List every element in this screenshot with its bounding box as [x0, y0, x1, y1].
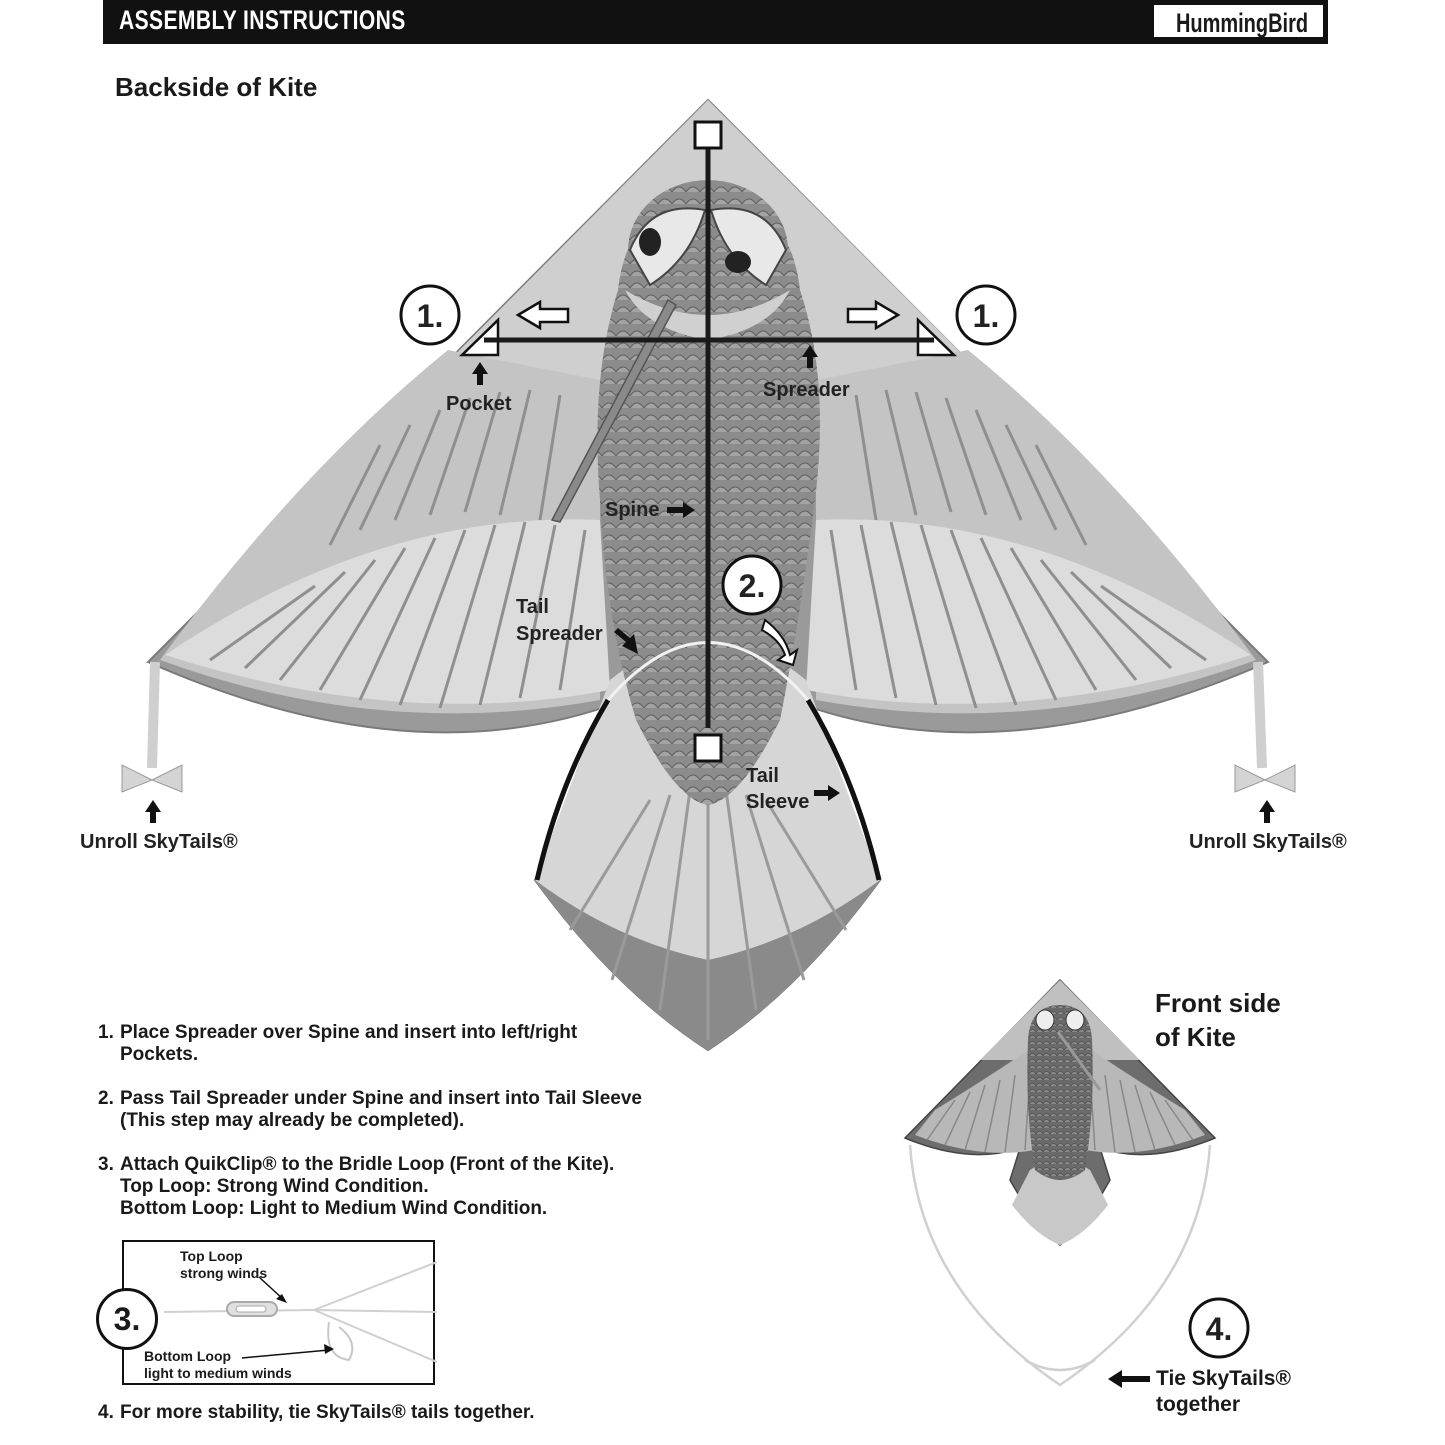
label-unroll-left: Unroll SkyTails®: [80, 831, 238, 853]
marker-1-right: 1.: [957, 286, 1015, 344]
front-title-line-2: of Kite: [1155, 1020, 1281, 1054]
spine-cap-bottom: [695, 735, 721, 761]
quikclip-icon: [227, 1302, 277, 1316]
marker-1-left: 1.: [401, 286, 459, 344]
label-unroll-right: Unroll SkyTails®: [1189, 831, 1347, 853]
spine-cap-top: [695, 122, 721, 148]
step-1: 1. Place Spreader over Spine and insert …: [98, 1022, 760, 1066]
label-pocket: Pocket: [446, 393, 512, 415]
svg-text:1.: 1.: [973, 298, 1000, 334]
marker-2: 2.: [723, 556, 781, 614]
label-spine: Spine: [605, 499, 659, 521]
arrow-up-icon: [145, 800, 161, 823]
label-tail-spreader-1: Tail: [516, 596, 549, 618]
right-wing: [806, 350, 1256, 713]
bow-icon: [1235, 765, 1265, 792]
top-loop-label-1: Top Loop: [180, 1248, 243, 1265]
svg-text:2.: 2.: [739, 568, 766, 604]
top-loop-label-2: strong winds: [180, 1265, 267, 1282]
label-tail-spreader-2: Spreader: [516, 623, 603, 645]
arrow-up-icon: [1259, 800, 1275, 823]
label-tail-sleeve-1: Tail: [746, 765, 779, 787]
skytail-right: [1235, 662, 1295, 792]
marker-4: 4.: [1190, 1299, 1248, 1357]
front-title-line-1: Front side: [1155, 986, 1281, 1020]
bow-icon: [122, 765, 152, 792]
step-3: 3. Attach QuikClip® to the Bridle Loop (…: [98, 1154, 760, 1220]
left-wing: [160, 350, 610, 713]
tie-skytails-label: Tie SkyTails® together: [1156, 1366, 1291, 1418]
label-tail-sleeve-2: Sleeve: [746, 791, 809, 813]
svg-text:4.: 4.: [1206, 1311, 1233, 1347]
arrow-left-icon: [1108, 1370, 1150, 1388]
step-2: 2. Pass Tail Spreader under Spine and in…: [98, 1088, 760, 1132]
tie-label-line-2: together: [1156, 1392, 1291, 1418]
svg-text:1.: 1.: [417, 298, 444, 334]
front-side-title: Front side of Kite: [1155, 986, 1281, 1054]
marker-3: 3.: [96, 1288, 158, 1350]
bottom-loop-label-1: Bottom Loop: [144, 1348, 231, 1365]
tie-label-line-1: Tie SkyTails®: [1156, 1366, 1291, 1392]
step-4: 4. For more stability, tie SkyTails® tai…: [98, 1402, 760, 1424]
skytail-left: [122, 662, 182, 792]
bottom-loop-label-2: light to medium winds: [144, 1365, 292, 1382]
label-spreader: Spreader: [763, 379, 850, 401]
quikclip-diagram: Top Loop strong winds Bottom Loop light …: [122, 1240, 435, 1385]
